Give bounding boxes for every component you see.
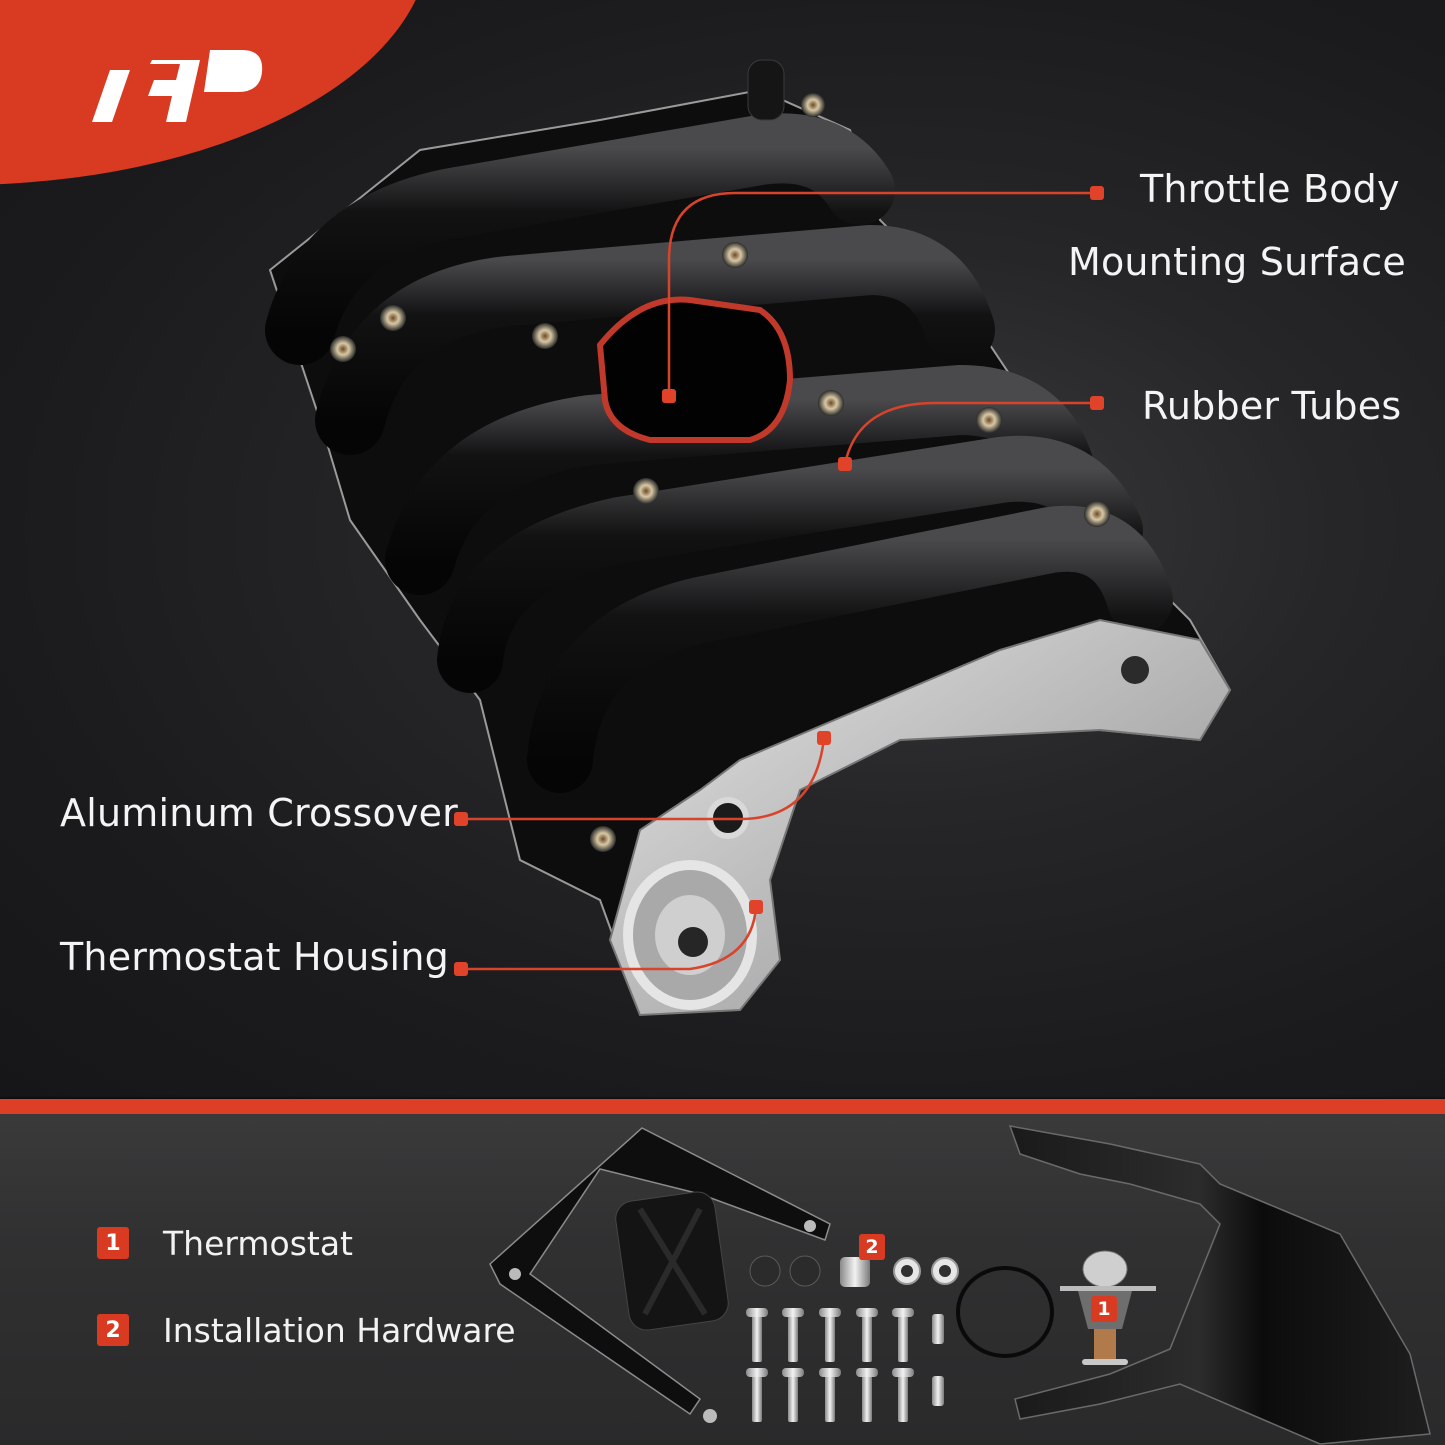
throttle-body-seal xyxy=(596,296,794,443)
product-hero: Throttle Body Mounting Surface Rubber Tu… xyxy=(0,0,1445,1100)
item-label: Installation Hardware xyxy=(163,1310,516,1350)
intake-manifold-image xyxy=(265,59,1232,1017)
hardware-kit-image xyxy=(489,1125,1431,1445)
hardware-badge: 2 xyxy=(859,1234,885,1260)
item-number-badge: 2 xyxy=(97,1314,129,1346)
o-ring xyxy=(956,1266,1054,1358)
included-parts-list: 1 Thermostat 2 Installation Hardware xyxy=(97,1223,516,1400)
heat-shield xyxy=(1008,1125,1431,1445)
bolt-inserts xyxy=(330,93,1110,852)
callout-markers xyxy=(454,186,1104,976)
callout-aluminum-crossover: Aluminum Crossover xyxy=(60,791,458,835)
marker-thermostat-housing xyxy=(749,900,763,914)
included-parts-panel: 2 1 1 Thermostat 2 Installation Hardware xyxy=(0,1114,1445,1445)
callout-lines xyxy=(461,191,1097,971)
marker-throttle-body xyxy=(662,389,676,403)
callout-throttle-body-line2: Mounting Surface xyxy=(1068,240,1406,284)
marker-aluminum-crossover xyxy=(817,731,831,745)
spacer-sleeve xyxy=(840,1257,870,1287)
list-item: 2 Installation Hardware xyxy=(97,1310,516,1350)
list-item: 1 Thermostat xyxy=(97,1223,516,1263)
mounting-bracket-left xyxy=(489,1127,831,1423)
rubber-caps xyxy=(749,1255,821,1287)
divider-stripe xyxy=(0,1099,1445,1114)
thermostat-badge: 1 xyxy=(1091,1296,1117,1322)
callout-throttle-body-line1: Throttle Body xyxy=(1140,167,1400,211)
callout-rubber-tubes: Rubber Tubes xyxy=(1142,384,1402,428)
item-label: Thermostat xyxy=(163,1223,353,1263)
marker-rubber-tubes xyxy=(838,457,852,471)
screws xyxy=(746,1308,944,1422)
callout-thermostat-housing: Thermostat Housing xyxy=(60,935,449,979)
brand-logo-icon xyxy=(92,50,263,122)
item-number-badge: 1 xyxy=(97,1227,129,1259)
